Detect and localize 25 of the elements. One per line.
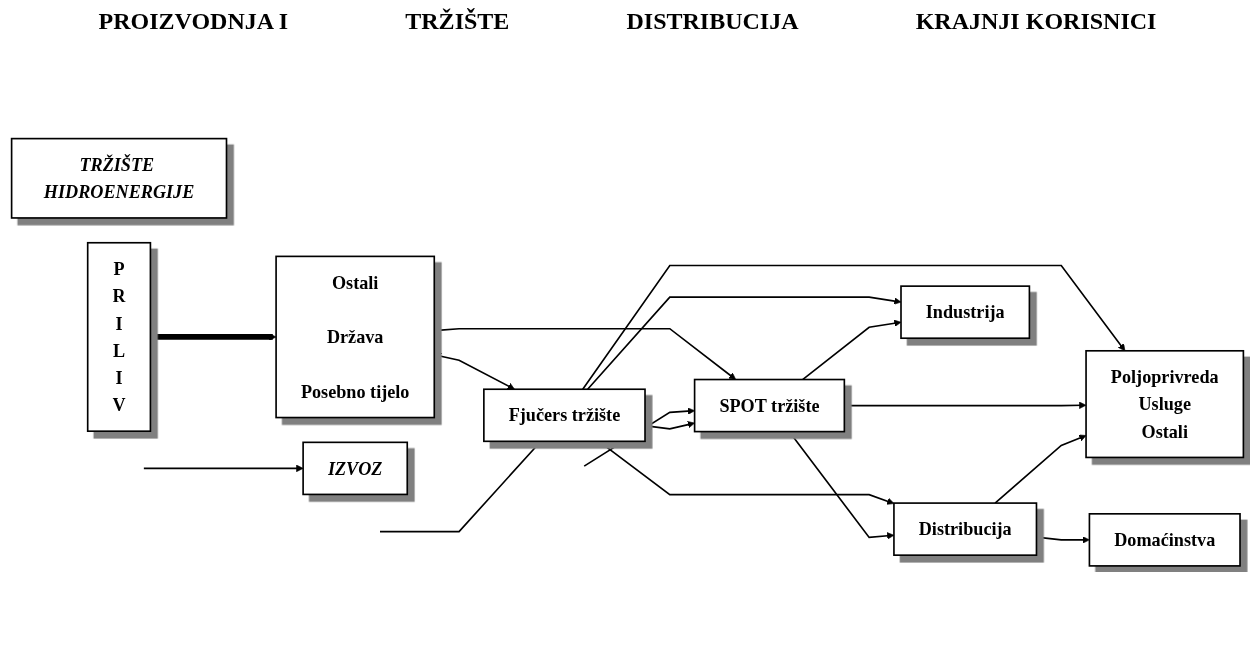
column-heading: PROIZVODNJA I — [98, 8, 289, 36]
node-box: TRŽIŠTE HIDROENERGIJE — [10, 137, 228, 219]
node-box: SPOT tržište — [693, 378, 846, 433]
arrow — [994, 434, 1087, 504]
arrow — [801, 319, 902, 381]
node-box: IZVOZ — [302, 441, 409, 495]
node-box: Poljoprivreda Usluge Ostali — [1085, 349, 1245, 458]
node-box: Fjučers tržište — [483, 388, 646, 442]
column-heading: KRAJNJI KORISNICI — [915, 8, 1157, 36]
arrow — [586, 296, 902, 390]
arrow — [434, 326, 737, 380]
arrow — [434, 352, 515, 390]
arrow — [581, 264, 1126, 390]
arrow — [598, 440, 895, 505]
arrow — [143, 464, 304, 472]
node-box: Domaćinstva — [1088, 512, 1241, 567]
node-box: Distribucija — [893, 502, 1038, 556]
node-box: PRILIV — [86, 241, 152, 432]
arrow — [150, 333, 277, 341]
column-heading: DISTRIBUCIJA — [626, 8, 799, 36]
arrow — [379, 440, 542, 533]
node-box: Industrija — [900, 285, 1031, 339]
arrow — [645, 420, 695, 430]
node-box: Ostali Država Posebno tijelo — [275, 255, 436, 419]
column-heading: TRŽIŠTE — [405, 8, 510, 36]
